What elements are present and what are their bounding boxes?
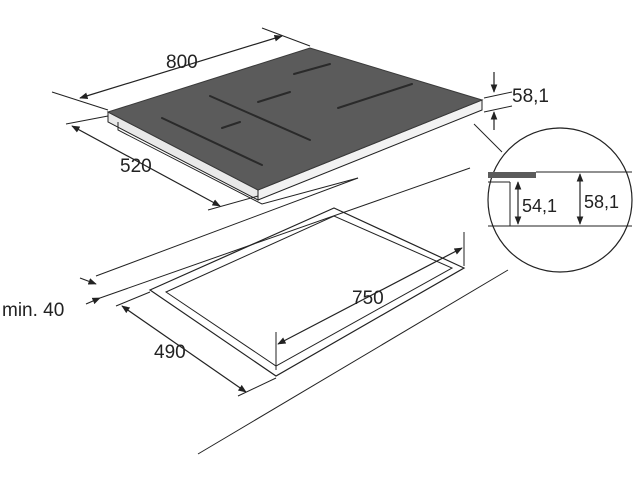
label-520: 520 (120, 156, 152, 177)
label-58-1-hob: 58,1 (512, 86, 549, 107)
label-490: 490 (154, 342, 186, 363)
dimension-800: 800 (51, 27, 311, 111)
dimension-750: 750 (275, 232, 465, 370)
label-58-1-detail: 58,1 (584, 192, 619, 212)
label-min-40: min. 40 (2, 300, 64, 321)
detail-circle: 54,1 58,1 (487, 127, 633, 273)
label-54-1: 54,1 (522, 196, 557, 216)
worktop (95, 167, 509, 455)
dimension-490: 490 (115, 291, 277, 397)
detail-leader (473, 123, 503, 153)
label-750: 750 (352, 288, 384, 309)
detail-glass (488, 172, 536, 178)
cutout (148, 207, 466, 377)
label-800: 800 (166, 52, 198, 73)
hob (106, 47, 484, 205)
dimension-58-1-hob: 58,1 (483, 72, 549, 130)
dimension-520: 520 (65, 115, 259, 211)
dimension-min-40: min. 40 (2, 277, 101, 321)
